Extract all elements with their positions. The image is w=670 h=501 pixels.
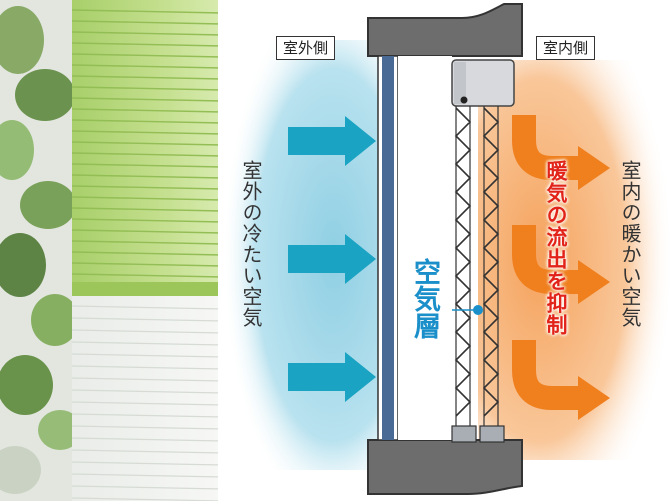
arrowhead-icon: [578, 146, 610, 190]
bottom-rail-outer: [451, 425, 477, 443]
window-frame-top: [367, 3, 523, 57]
warm-air-uturn-arrow-icon: [512, 225, 580, 294]
green-pleated-blind: [71, 0, 223, 296]
air-layer-caption: 空気層: [409, 258, 440, 339]
pleated-screen-outer: [454, 106, 472, 428]
bottom-rail-inner: [479, 425, 505, 443]
headrail: [451, 59, 515, 107]
outdoor-side-label: 室外側: [276, 36, 336, 60]
arrowhead-icon: [578, 376, 610, 420]
room-photo: [0, 0, 223, 501]
plant-foliage: [0, 6, 82, 494]
pleated-screen-inner: [482, 106, 500, 428]
air-layer-pointer-dot: [473, 305, 483, 315]
heat-retention-caption: 暖気の流出を抑制: [544, 160, 568, 336]
cold-air-arrow-icon: [288, 116, 376, 166]
warm-air-uturn-arrow-icon: [512, 115, 580, 180]
air-layer: [398, 56, 452, 440]
cold-air-arrow-icon: [288, 234, 376, 284]
indoor-side-label: 室内側: [536, 36, 596, 60]
cold-air-arrow-icon: [288, 352, 376, 402]
warm-air-uturn-arrow-icon: [512, 340, 580, 410]
outdoor-air-caption: 室外の冷たい空気: [239, 160, 263, 328]
indoor-air-caption: 室内の暖かい空気: [618, 160, 642, 328]
white-pleated-blind: [71, 296, 223, 501]
window-frame-bottom: [367, 439, 523, 495]
arrowhead-icon: [578, 260, 610, 304]
glass-pane: [377, 55, 399, 441]
